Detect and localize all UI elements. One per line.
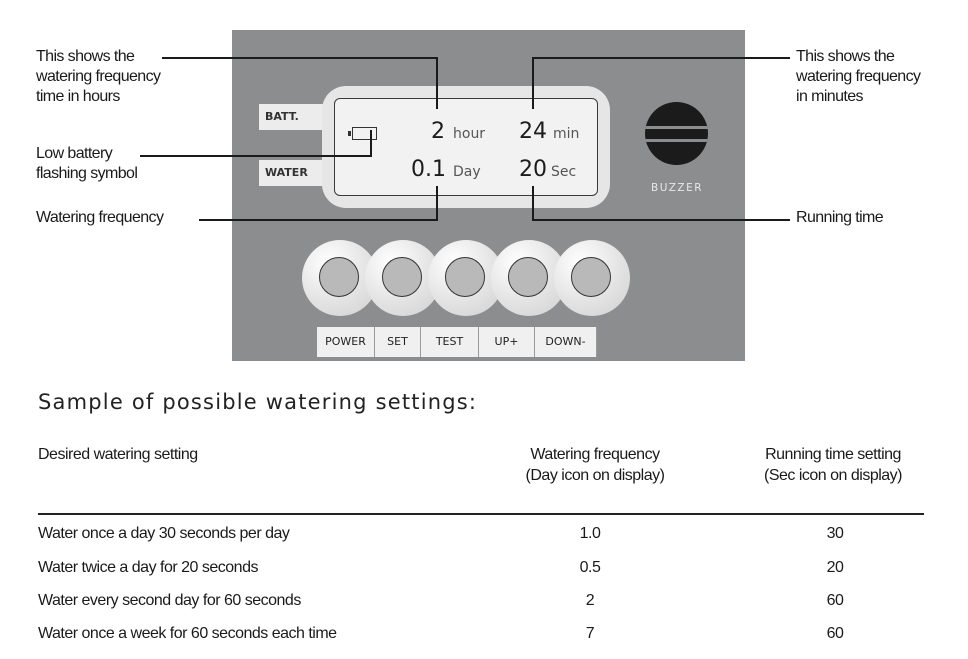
min-unit: min [553, 126, 580, 142]
leader-line-hours-h [162, 57, 438, 59]
sec-value: 20 [519, 157, 547, 182]
min-value: 24 [519, 119, 547, 144]
header-running: Running time setting (Sec icon on displa… [763, 446, 903, 484]
leader-line-battery-h [140, 155, 372, 157]
callout-battery: Low battery flashing symbol [36, 145, 138, 182]
leader-line-running-v [532, 186, 534, 221]
callout-hours: This shows the watering frequency time i… [36, 48, 161, 105]
lcd-display: 2 hour 24 min 0.1 Day 20 Sec [334, 98, 598, 196]
leader-line-running-h [532, 219, 790, 221]
header-setting: Desired watering setting [38, 446, 198, 463]
display-bezel: 2 hour 24 min 0.1 Day 20 Sec [322, 86, 610, 208]
day-unit: Day [453, 164, 481, 180]
callout-running: Running time [796, 209, 884, 226]
button-row [302, 240, 642, 326]
header-frequency: Watering frequency (Day icon on display) [525, 446, 665, 484]
up-button-label[interactable]: UP+ [479, 327, 535, 357]
down-button[interactable] [554, 240, 630, 316]
leader-line-battery-v [370, 130, 372, 157]
controller-panel: BATT. WATER 2 hour 24 min 0.1 Day 20 Sec… [232, 30, 745, 361]
leader-line-minutes-v [532, 57, 534, 109]
callout-minutes: This shows the watering frequency in min… [796, 48, 921, 105]
leader-line-frequency-h [199, 219, 438, 221]
callout-frequency: Watering frequency [36, 209, 164, 226]
hour-value: 2 [431, 119, 445, 144]
table-divider [38, 513, 924, 515]
test-button-label[interactable]: TEST [421, 327, 479, 357]
hour-unit: hour [453, 126, 486, 142]
battery-icon [348, 127, 377, 140]
down-button-label[interactable]: DOWN- [535, 327, 597, 357]
power-button-label[interactable]: POWER [317, 327, 375, 357]
leader-line-frequency-v [436, 186, 438, 221]
sec-unit: Sec [551, 164, 577, 180]
leader-line-minutes-h [532, 57, 790, 59]
table-title: Sample of possible watering settings: [38, 390, 478, 414]
buzzer-icon [645, 102, 708, 165]
set-button[interactable] [365, 240, 441, 316]
leader-line-hours-v [436, 57, 438, 109]
set-button-label[interactable]: SET [375, 327, 421, 357]
day-value: 0.1 [411, 157, 446, 182]
buzzer-label: BUZZER [650, 182, 704, 194]
